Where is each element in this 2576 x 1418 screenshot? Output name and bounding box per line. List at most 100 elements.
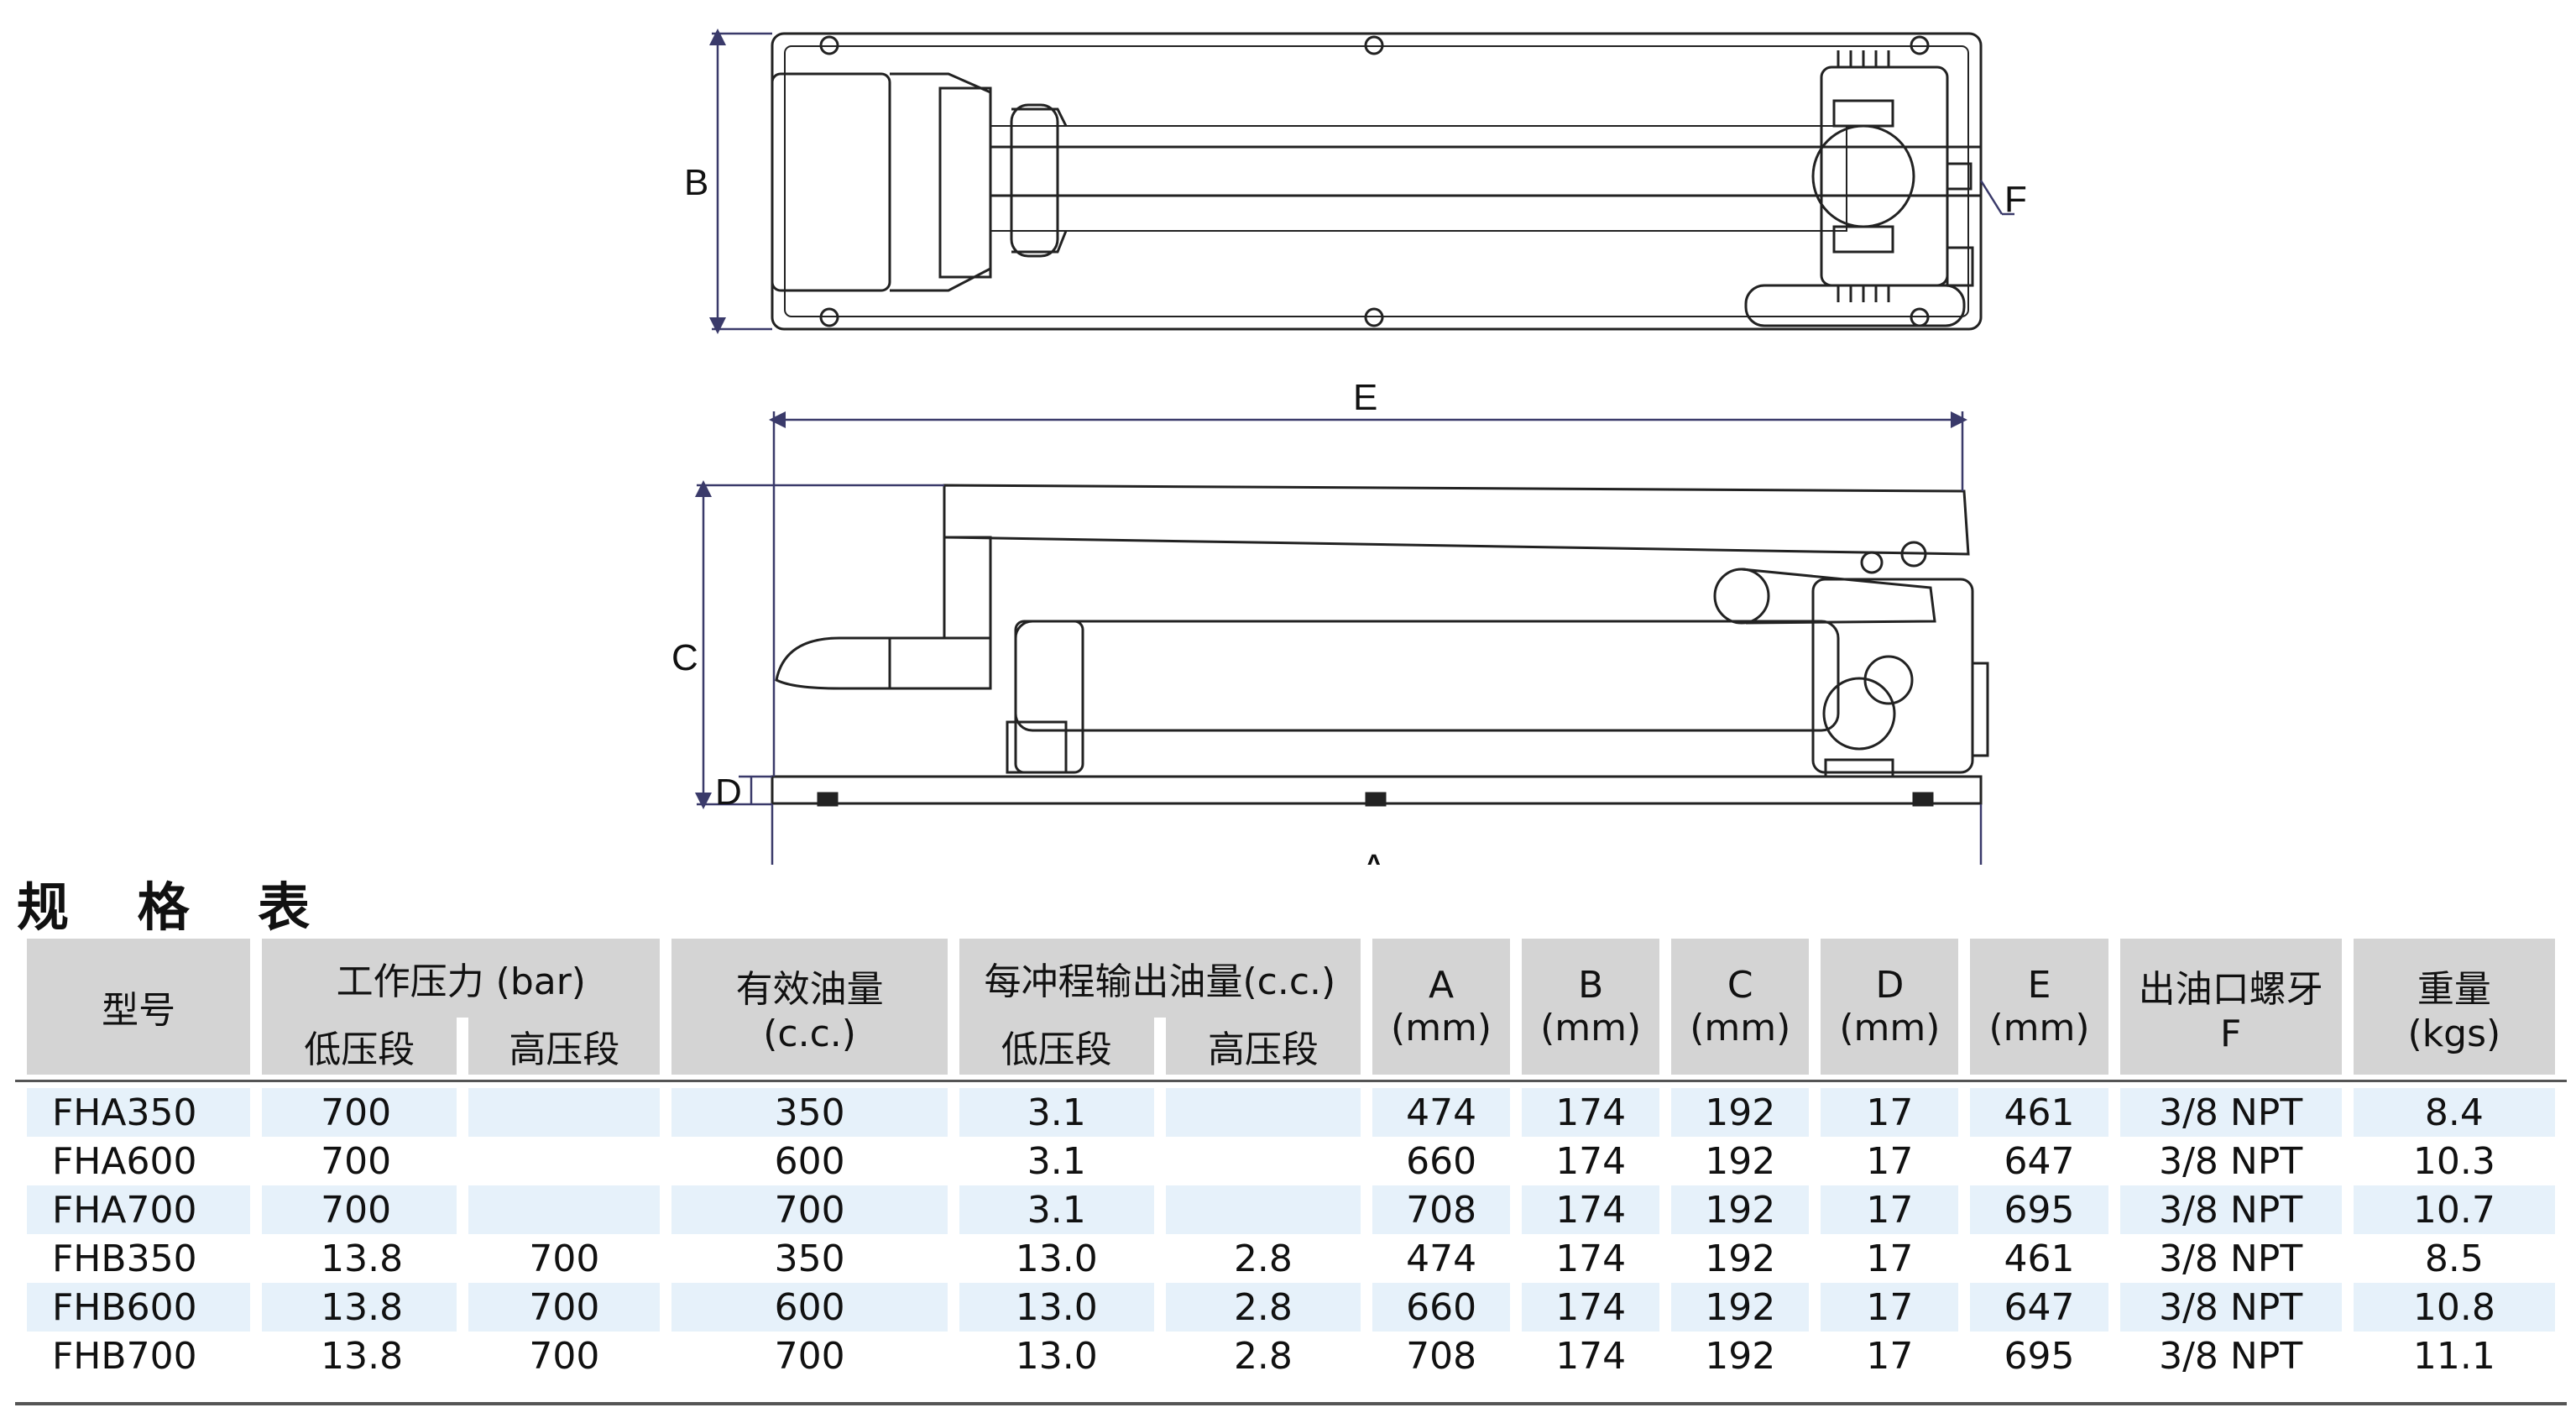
cell-pressure-low: 13.8 <box>321 1237 404 1280</box>
cell-B: 174 <box>1555 1139 1627 1183</box>
cell-pressure-high: 700 <box>529 1334 600 1378</box>
cell-stroke-high: 2.8 <box>1165 1283 1361 1332</box>
cell-weight: 10.3 <box>2412 1139 2495 1183</box>
cell-C: 192 <box>1705 1139 1776 1183</box>
cell-B: 174 <box>1522 1185 1660 1234</box>
cell-weight: 8.4 <box>2353 1088 2555 1137</box>
cell-thread: 3/8 NPT <box>2159 1237 2303 1280</box>
cell-model: FHB600 <box>27 1283 251 1332</box>
header-thread-unit: F <box>2219 1012 2242 1055</box>
cell-D: 17 <box>1866 1334 1914 1378</box>
cell-E: 647 <box>2004 1139 2075 1183</box>
cell-C: 192 <box>1705 1334 1776 1378</box>
cell-stroke-low: 13.0 <box>1015 1334 1098 1378</box>
cell-pressure-low: 13.8 <box>321 1334 404 1378</box>
header-stroke-low: 低压段 <box>959 1018 1154 1075</box>
cell-C: 192 <box>1671 1088 1810 1137</box>
header-A: A(mm) <box>1372 939 1511 1075</box>
cell-stroke-low: 3.1 <box>959 1185 1154 1234</box>
cell-thread: 3/8 NPT <box>2159 1334 2303 1378</box>
header-oil: 有效油量(c.c.) <box>671 939 948 1075</box>
cell-E: 461 <box>2004 1237 2075 1280</box>
header-pressure-high: 高压段 <box>468 1018 661 1075</box>
cell-stroke-high: 2.8 <box>1233 1334 1293 1378</box>
dim-label-D: D <box>715 772 742 813</box>
cell-B: 174 <box>1522 1088 1660 1137</box>
dim-label-F: F <box>2004 179 2027 220</box>
header-weight: 重量(kgs) <box>2353 939 2555 1075</box>
cell-E: 461 <box>1970 1088 2108 1137</box>
cell-stroke-high: 2.8 <box>1233 1237 1293 1280</box>
header-E: E(mm) <box>1970 939 2108 1075</box>
header-D-label: D <box>1875 964 1905 1007</box>
cell-A: 474 <box>1372 1088 1511 1137</box>
cell-B: 174 <box>1555 1237 1627 1280</box>
cell-stroke-high <box>1165 1185 1361 1234</box>
dimension-E <box>769 411 1967 777</box>
cell-model: FHB350 <box>52 1237 197 1280</box>
cell-stroke-low: 3.1 <box>1027 1139 1086 1183</box>
cell-A: 708 <box>1406 1334 1477 1378</box>
table-divider-bottom <box>15 1402 2567 1405</box>
header-stroke: 每冲程输出油量(c.c.) <box>959 939 1361 1018</box>
cell-C: 192 <box>1671 1185 1810 1234</box>
top-view-drawing <box>771 32 1983 331</box>
cell-stroke-high <box>1166 1137 1361 1185</box>
cell-E: 695 <box>1970 1185 2108 1234</box>
cell-C: 192 <box>1671 1283 1810 1332</box>
cell-stroke-high <box>1165 1088 1361 1137</box>
cell-A: 708 <box>1372 1185 1511 1234</box>
cell-model: FHB700 <box>52 1334 197 1378</box>
cell-oil: 600 <box>671 1283 948 1332</box>
table-divider-top <box>15 1080 2567 1082</box>
cell-stroke-low: 13.0 <box>1015 1237 1098 1280</box>
cell-B: 174 <box>1522 1283 1660 1332</box>
side-view-drawing <box>771 484 1989 807</box>
cell-pressure-high <box>468 1137 660 1185</box>
header-pressure-low: 低压段 <box>262 1018 457 1075</box>
cell-B: 174 <box>1555 1334 1627 1378</box>
cell-model: FHA350 <box>27 1088 251 1137</box>
technical-drawings: B F E C <box>671 29 2027 865</box>
dimension-A <box>771 804 1983 865</box>
cell-D: 17 <box>1821 1185 1959 1234</box>
header-B-label: B <box>1578 964 1604 1007</box>
cell-A: 474 <box>1406 1237 1477 1280</box>
cell-D: 17 <box>1821 1088 1959 1137</box>
cell-pressure-low: 700 <box>262 1185 457 1234</box>
header-B: B(mm) <box>1522 939 1660 1075</box>
header-thread-label: 出油口螺牙 <box>2138 967 2323 1011</box>
table-row: FHB700 13.8 700 700 13.0 2.8 708 174 192 17 695 3/8… <box>27 1332 2555 1380</box>
cell-pressure-low: 13.8 <box>262 1283 457 1332</box>
cell-stroke-low: 3.1 <box>959 1088 1154 1137</box>
cell-model: FHA600 <box>52 1139 197 1183</box>
header-C-label: C <box>1727 964 1753 1007</box>
cell-E: 695 <box>2004 1334 2075 1378</box>
cell-oil: 600 <box>774 1139 845 1183</box>
header-A-label: A <box>1429 964 1455 1007</box>
cell-A: 660 <box>1372 1283 1511 1332</box>
cell-pressure-high <box>468 1088 661 1137</box>
cell-weight: 10.7 <box>2353 1185 2555 1234</box>
cell-thread: 3/8 NPT <box>2159 1139 2303 1183</box>
cell-weight: 10.8 <box>2353 1283 2555 1332</box>
cell-oil: 700 <box>774 1334 845 1378</box>
header-stroke-high: 高压段 <box>1165 1018 1361 1075</box>
dimension-B <box>709 29 2014 334</box>
cell-oil: 350 <box>774 1237 845 1280</box>
header-oil-label: 有效油量 <box>735 967 884 1011</box>
cell-D: 17 <box>1866 1139 1914 1183</box>
dim-label-E: E <box>1353 377 1377 418</box>
cell-E: 647 <box>1970 1283 2108 1332</box>
dimension-C <box>695 480 944 809</box>
header-B-unit: (mm) <box>1540 1007 1642 1049</box>
cell-weight: 8.5 <box>2424 1237 2484 1280</box>
header-model: 型号 <box>27 939 251 1075</box>
cell-pressure-low: 700 <box>262 1088 457 1137</box>
header-oil-unit: (c.c.) <box>763 1012 856 1055</box>
